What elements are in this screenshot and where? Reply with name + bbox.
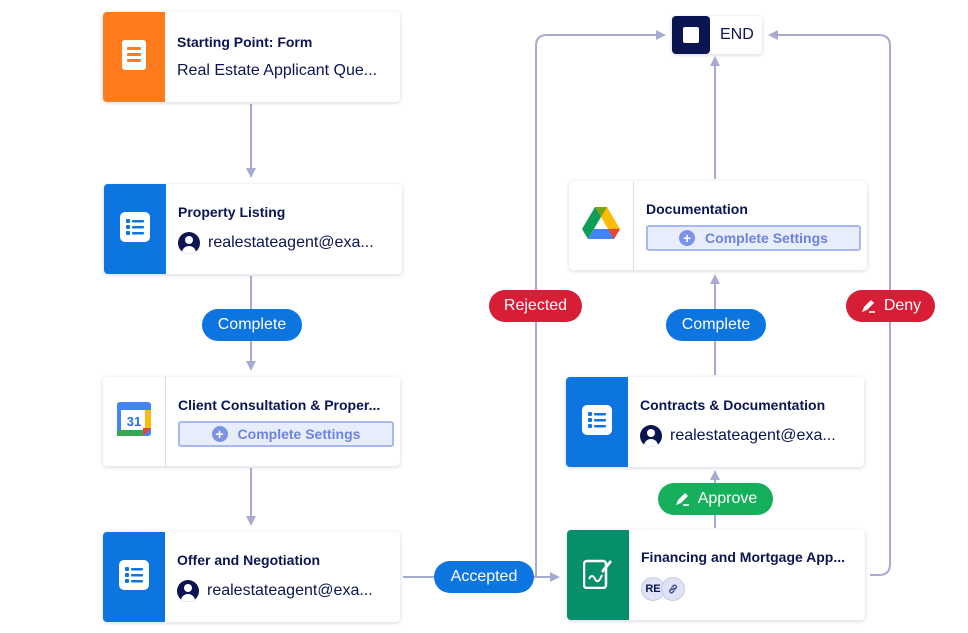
- node-property-listing[interactable]: Property Listing realestateagent@exa...: [104, 184, 402, 274]
- user-icon: [177, 580, 199, 602]
- node-assignee: realestateagent@exa...: [178, 232, 390, 254]
- node-client-consultation[interactable]: 31 Client Consultation & Proper... + Com…: [103, 377, 400, 466]
- svg-text:31: 31: [127, 414, 141, 429]
- user-icon: [640, 425, 662, 447]
- user-icon: [178, 232, 200, 254]
- node-starting-point-form[interactable]: Starting Point: Form Real Estate Applica…: [103, 12, 400, 102]
- node-title: Client Consultation & Proper...: [178, 396, 381, 413]
- complete-settings-button[interactable]: + Complete Settings: [646, 224, 861, 251]
- deny-pen-icon: [860, 298, 876, 314]
- complete-settings-button[interactable]: + Complete Settings: [178, 420, 394, 447]
- checklist-icon: [119, 559, 149, 595]
- connector-label-complete-2[interactable]: Complete: [666, 309, 766, 341]
- node-consultation-icon-panel: 31: [103, 377, 166, 466]
- connector-label-accepted[interactable]: Accepted: [434, 561, 534, 593]
- edge-rejected-end: [535, 30, 666, 577]
- node-assignee: realestateagent@exa...: [177, 580, 388, 602]
- link-icon: [661, 577, 685, 601]
- stop-square-icon: [672, 16, 710, 54]
- node-contracts-documentation[interactable]: Contracts & Documentation realestateagen…: [566, 377, 864, 467]
- node-subtitle: Real Estate Applicant Que...: [177, 62, 378, 79]
- button-label: Complete Settings: [237, 425, 361, 442]
- approve-pen-icon: [674, 491, 690, 507]
- node-financing-icon-panel: [567, 530, 629, 620]
- plus-icon: +: [211, 425, 228, 442]
- approve-label: Approve: [697, 490, 758, 507]
- node-property-icon-panel: [104, 184, 166, 274]
- connector-label-deny[interactable]: Deny: [846, 290, 935, 322]
- google-calendar-icon: 31: [117, 402, 151, 441]
- node-assignee: realestateagent@exa...: [640, 425, 852, 447]
- node-financing-mortgage[interactable]: Financing and Mortgage App... RE: [567, 530, 865, 620]
- connector-label-rejected[interactable]: Rejected: [489, 290, 582, 322]
- node-offer-icon-panel: [103, 532, 165, 622]
- node-title: Documentation: [646, 200, 748, 217]
- node-end[interactable]: END: [672, 16, 762, 54]
- node-contracts-icon-panel: [566, 377, 628, 467]
- connector-label-approve[interactable]: Approve: [658, 483, 773, 515]
- assignee-avatars: RE: [641, 577, 853, 601]
- checklist-icon: [582, 404, 612, 440]
- node-title: Property Listing: [178, 204, 286, 220]
- node-title: Offer and Negotiation: [177, 552, 321, 568]
- avatar: RE: [641, 577, 665, 601]
- node-title: Starting Point: Form: [177, 34, 313, 50]
- end-label: END: [720, 26, 754, 43]
- checklist-icon: [120, 211, 150, 247]
- deny-label: Deny: [883, 297, 922, 314]
- node-offer-negotiation[interactable]: Offer and Negotiation realestateagent@ex…: [103, 532, 400, 622]
- node-start-icon-panel: [103, 12, 165, 102]
- signature-document-icon: [582, 557, 613, 594]
- connector-label-complete[interactable]: Complete: [202, 309, 302, 341]
- google-drive-icon: [581, 205, 621, 246]
- button-label: Complete Settings: [705, 229, 828, 246]
- node-title: Financing and Mortgage App...: [641, 549, 846, 565]
- form-icon: [122, 39, 146, 75]
- node-documentation-icon-panel: [569, 181, 634, 270]
- node-documentation[interactable]: Documentation + Complete Settings: [569, 181, 867, 270]
- plus-icon: +: [679, 229, 696, 246]
- node-title: Contracts & Documentation: [640, 397, 826, 413]
